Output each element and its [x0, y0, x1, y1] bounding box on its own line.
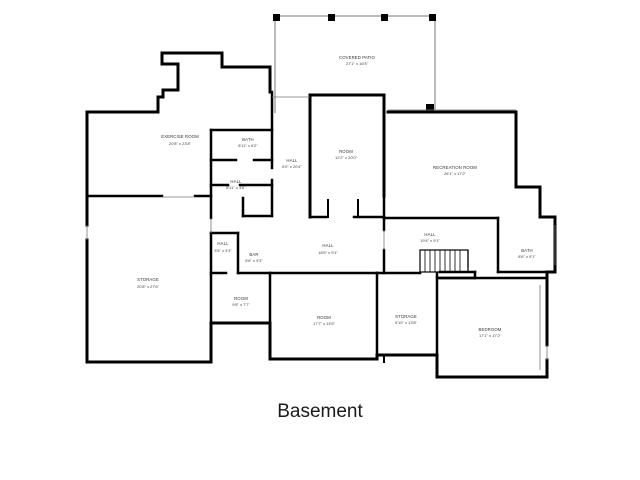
storage-lower-name: STORAGE	[395, 314, 417, 319]
storage-large-dims: 20'8" x 27'6"	[137, 284, 160, 289]
hall-vertical-name: HALL	[286, 158, 298, 163]
hall-main-dims: 18'6" x 9'1"	[318, 250, 338, 255]
room-labels: COVERED PATIO 27'1" x 16'5" EXERCISE ROO…	[137, 55, 536, 338]
recreation-room-name: RECREATION ROOM	[433, 165, 477, 170]
room-small-name: ROOM	[234, 296, 248, 301]
hall-right-name: HALL	[424, 232, 436, 237]
patio-post	[429, 14, 436, 21]
room-center-dims: 12'2" x 20'0"	[335, 155, 358, 160]
storage-lower-dims: 9'10" x 13'8"	[395, 320, 418, 325]
bar-dims: 6'6" x 9'3"	[245, 258, 263, 263]
patio-post	[328, 14, 335, 21]
bath-right-dims: 8'6" x 9'1"	[518, 254, 536, 259]
exercise-room-dims: 20'8" x 23'8"	[169, 141, 192, 146]
bath-upper-dims: 8'11" x 6'2"	[238, 143, 258, 148]
bar-name: BAR	[249, 252, 258, 257]
plan-details	[86, 96, 556, 370]
patio-post	[381, 14, 388, 21]
recreation-room-dims: 26'1" x 17'2"	[444, 171, 467, 176]
bedroom-name: BEDROOM	[479, 327, 502, 332]
hall-small-name: HALL	[230, 179, 242, 184]
exercise-room-name: EXERCISE ROOM	[161, 134, 199, 139]
covered-patio-area	[273, 14, 436, 113]
hall-left-dims: 3'5" x 9'3"	[214, 248, 232, 253]
hall-right-dims: 19'4" x 9'1"	[420, 238, 440, 243]
staircase	[419, 249, 469, 273]
bedroom-dims: 17'1" x 17'2"	[479, 333, 502, 338]
room-lower-name: ROOM	[317, 315, 331, 320]
hall-small-dims: 8'11" x 4'6"	[226, 185, 246, 190]
hall-main-name: HALL	[322, 243, 334, 248]
hall-vertical-dims: 6'0" x 20'4"	[282, 164, 302, 169]
storage-large-name: STORAGE	[137, 277, 159, 282]
hall-left-name: HALL	[217, 241, 229, 246]
exterior-walls	[85, 51, 557, 379]
room-small-dims: 9'8" x 7'7"	[232, 302, 250, 307]
bath-right-name: BATH	[521, 248, 533, 253]
floor-caption: Basement	[277, 401, 363, 422]
covered-patio-name: COVERED PATIO	[339, 55, 376, 60]
patio-post	[426, 104, 434, 112]
room-center-name: ROOM	[339, 149, 353, 154]
covered-patio-dims: 27'1" x 16'5"	[346, 61, 369, 66]
room-lower-dims: 17'7" x 14'5"	[313, 321, 336, 326]
bath-upper-name: BATH	[242, 137, 254, 142]
patio-post	[273, 14, 280, 21]
